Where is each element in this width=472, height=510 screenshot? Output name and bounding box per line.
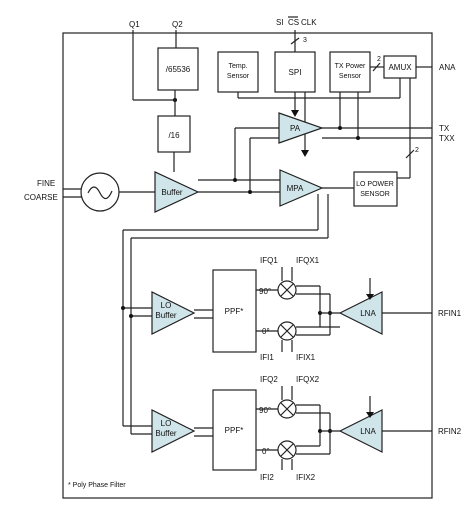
mixer-cross-icon bbox=[280, 324, 294, 338]
lo-power-sensor-block bbox=[353, 171, 398, 207]
pin-rfin1: RFIN1 bbox=[438, 309, 462, 318]
buffer-amplifier bbox=[154, 171, 200, 213]
pin-ifqx1: IFQX1 bbox=[296, 256, 320, 265]
pin-ifi2: IFI2 bbox=[260, 473, 274, 482]
lo-buffer-2-label-1: LO bbox=[161, 419, 172, 428]
junction-dot bbox=[233, 178, 237, 182]
tx-power-sensor-label-1: TX Power bbox=[335, 63, 366, 70]
lo-buffer-1-label-2: Buffer bbox=[155, 311, 177, 320]
pin-ifq1: IFQ1 bbox=[260, 256, 278, 265]
junction-dot bbox=[338, 126, 342, 130]
lo-buffer-2-label-2: Buffer bbox=[155, 429, 177, 438]
lna-2-control-arrow-icon bbox=[366, 412, 374, 418]
amux-label: AMUX bbox=[388, 63, 412, 72]
temp-sensor-block bbox=[217, 51, 259, 93]
lna-2-label: LNA bbox=[360, 427, 376, 436]
junction-dot bbox=[121, 306, 125, 310]
amux-bus-slash bbox=[372, 62, 381, 72]
phase-90-1-label: 90° bbox=[259, 287, 271, 296]
mpa-label: MPA bbox=[287, 184, 304, 193]
ppf-1-label: PPF* bbox=[225, 307, 244, 316]
pin-ifq2: IFQ2 bbox=[260, 375, 278, 384]
pin-q2: Q2 bbox=[172, 20, 183, 29]
pin-coarse: COARSE bbox=[24, 193, 58, 202]
pin-rfin2: RFIN2 bbox=[438, 427, 462, 436]
mixer-cross-icon bbox=[280, 402, 294, 416]
pin-q1: Q1 bbox=[129, 20, 140, 29]
junction-dot bbox=[129, 314, 133, 318]
pin-si: SI bbox=[276, 18, 284, 27]
pin-tx: TX bbox=[439, 124, 450, 133]
pin-fine: FINE bbox=[37, 179, 55, 188]
pin-ifix1: IFIX1 bbox=[296, 353, 316, 362]
spi-block bbox=[274, 51, 316, 93]
divider-65536-label: /65536 bbox=[166, 65, 191, 74]
temp-sensor-label-1: Temp. bbox=[228, 63, 247, 70]
lo-power-sensor-label-2: SENSOR bbox=[360, 191, 390, 198]
mixer-cross-icon bbox=[280, 283, 294, 297]
spi-mpa-arrow-icon bbox=[301, 150, 309, 157]
footnote: * Poly Phase Filter bbox=[68, 482, 126, 489]
spi-label: SPI bbox=[289, 68, 302, 77]
pin-cs: CS bbox=[288, 18, 299, 27]
junction-dot bbox=[356, 136, 360, 140]
lo-bus-slash bbox=[405, 149, 415, 159]
pin-ana: ANA bbox=[439, 63, 456, 72]
spi-bus-slash bbox=[290, 37, 300, 45]
lo-buffer-1-label-1: LO bbox=[161, 301, 172, 310]
amux-bus-width: 2 bbox=[377, 56, 381, 63]
mpa-amplifier bbox=[279, 169, 324, 207]
pa-amplifier bbox=[278, 112, 324, 144]
tx-power-sensor-block bbox=[329, 51, 371, 93]
divider-65536-block bbox=[157, 47, 199, 91]
buffer-label: Buffer bbox=[161, 188, 183, 197]
divider-16-label: /16 bbox=[168, 131, 180, 140]
spi-bus-width: 3 bbox=[303, 37, 307, 44]
pin-txx: TXX bbox=[439, 134, 455, 143]
lna-1-control-arrow-icon bbox=[366, 294, 374, 300]
junction-dot bbox=[248, 190, 252, 194]
tx-power-sensor-label-2: Sensor bbox=[339, 73, 362, 80]
ppf-1-block bbox=[212, 269, 257, 353]
phase-90-2-label: 90° bbox=[259, 406, 271, 415]
lo-sensor-bus-width: 2 bbox=[415, 147, 419, 154]
ppf-2-label: PPF* bbox=[225, 426, 244, 435]
spi-arrow-icon bbox=[291, 110, 299, 117]
lo-buffer-1-amplifier bbox=[151, 291, 196, 335]
chip-outline bbox=[62, 32, 433, 499]
pin-clk: CLK bbox=[301, 18, 317, 27]
ppf-2-block bbox=[212, 389, 257, 471]
lo-buffer-2-amplifier bbox=[151, 409, 196, 453]
lna-1-label: LNA bbox=[360, 309, 376, 318]
lo-power-sensor-label-1: LO POWER bbox=[356, 181, 394, 188]
temp-sensor-label-2: Sensor bbox=[227, 73, 250, 80]
pin-ifi1: IFI1 bbox=[260, 353, 274, 362]
pa-label: PA bbox=[290, 124, 301, 133]
mixer-cross-icon bbox=[280, 443, 294, 457]
phase-0-2-label: 0° bbox=[262, 447, 270, 456]
sine-wave-icon bbox=[87, 186, 113, 200]
pin-ifqx2: IFQX2 bbox=[296, 375, 320, 384]
pin-ifix2: IFIX2 bbox=[296, 473, 316, 482]
